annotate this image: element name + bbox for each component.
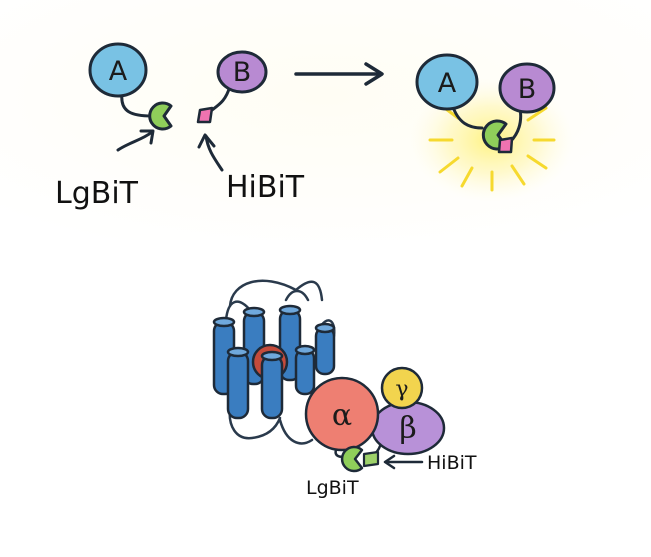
protein-b: B bbox=[210, 50, 268, 112]
complex-a-label: A bbox=[438, 68, 457, 99]
helix-6 bbox=[260, 350, 284, 420]
protein-b-label: B bbox=[233, 57, 252, 88]
lgbit-label: LgBiT bbox=[55, 176, 139, 211]
bottom-hibit-pointer-arrow bbox=[383, 454, 424, 470]
lgbit-fragment-icon bbox=[148, 101, 173, 131]
bottom-hibit-icon bbox=[362, 450, 380, 468]
reaction-arrow bbox=[294, 62, 384, 86]
bottom-lgbit-label: LgBiT bbox=[306, 477, 359, 499]
receptor-loops bbox=[224, 279, 336, 445]
beta-label: β bbox=[399, 411, 416, 446]
bottom-panel: β γ α HiBiT LgBiT bbox=[212, 279, 477, 499]
transmembrane-helices bbox=[212, 304, 336, 420]
helix-4 bbox=[314, 322, 336, 376]
luminescent-complex: A B bbox=[410, 53, 574, 202]
hibit-label: HiBiT bbox=[226, 170, 305, 205]
bottom-lgbit-icon bbox=[340, 445, 364, 473]
helix-7 bbox=[294, 344, 316, 396]
lgbit-pointer-arrow bbox=[116, 129, 155, 152]
bottom-hibit-label: HiBiT bbox=[427, 452, 477, 474]
hibit-fragment-icon bbox=[196, 106, 214, 124]
g-protein-gamma: γ bbox=[380, 366, 424, 410]
g-protein-beta: β bbox=[370, 400, 446, 456]
complex-b-label: B bbox=[518, 74, 537, 105]
complex-hibit-icon bbox=[497, 136, 514, 154]
gamma-label: γ bbox=[395, 377, 408, 402]
top-panel: A B LgBiT HiBiT bbox=[55, 42, 574, 211]
helix-5 bbox=[226, 346, 250, 420]
hibit-pointer-arrow bbox=[197, 133, 224, 172]
g-protein-alpha: α bbox=[304, 376, 380, 452]
protein-a: A bbox=[88, 42, 154, 118]
alpha-label: α bbox=[332, 398, 352, 433]
protein-a-label: A bbox=[109, 56, 128, 87]
